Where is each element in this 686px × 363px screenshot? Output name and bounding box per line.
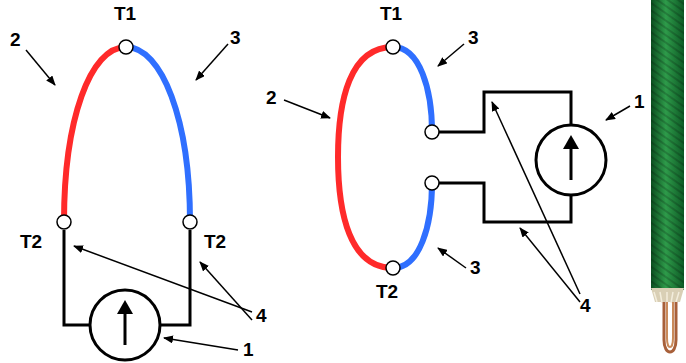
callout-label: 2 [10, 30, 21, 50]
callout-label: T2 [20, 232, 42, 252]
callout-label: T2 [204, 232, 226, 252]
callout-label: T1 [380, 4, 402, 24]
callout-label: T2 [376, 282, 398, 302]
callout-label: 2 [266, 88, 277, 108]
callout-label: 4 [256, 306, 267, 326]
callout-label: 1 [634, 92, 645, 112]
callout-label: 4 [580, 296, 591, 316]
callout-label: 3 [470, 258, 481, 278]
callout-label: 3 [468, 28, 479, 48]
callout-label: 3 [230, 28, 241, 48]
callout-label: 1 [243, 340, 254, 360]
callout-label: T1 [114, 4, 136, 24]
